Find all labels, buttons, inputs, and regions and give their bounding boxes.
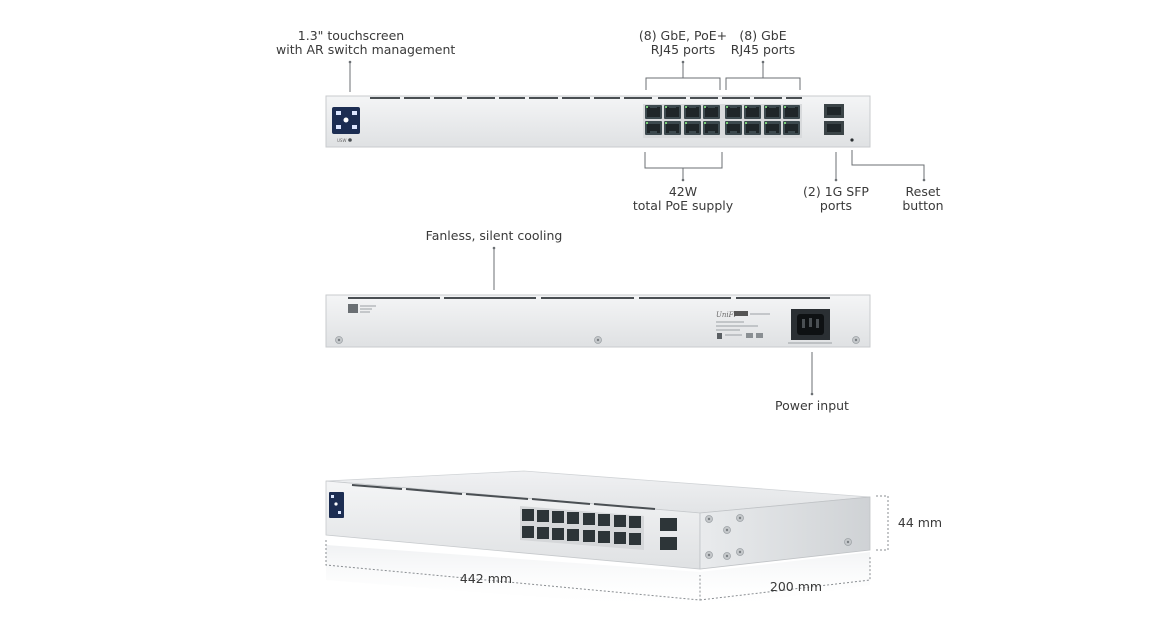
sfp-ports-callout: (2) 1G SFP ports: [796, 185, 876, 213]
width-dimension-label: 442 mm: [459, 571, 513, 586]
sfp-port-group: [824, 104, 844, 135]
sfp-ports-label-line2: ports: [819, 198, 853, 213]
touchscreen-label-line2: with AR switch management: [276, 42, 456, 57]
touchscreen-callout: 1.3" touchscreen with AR switch manageme…: [276, 28, 456, 57]
svg-text:UniFi: UniFi: [716, 311, 736, 319]
cooling-callout: Fanless, silent cooling: [425, 228, 563, 243]
gbe-ports-label-line1: (8) GbE: [739, 28, 787, 43]
poe-ports-label-line2: RJ45 ports: [650, 42, 716, 57]
poe-supply-label-line2: total PoE supply: [632, 198, 734, 213]
front-panel: USW: [325, 95, 871, 148]
gbe-ports-label-line2: RJ45 ports: [730, 42, 796, 57]
reset-pinhole: [850, 138, 854, 142]
height-dimension-label: 44 mm: [897, 515, 943, 530]
reset-label-line2: button: [902, 198, 944, 213]
poe-ports-callout: (8) GbE, PoE+ RJ45 ports: [633, 29, 733, 57]
power-inlet: [788, 309, 832, 344]
perspective-view: [325, 470, 871, 610]
sfp-ports-label-line1: (2) 1G SFP: [803, 184, 869, 199]
front-callout-lines: [349, 62, 925, 180]
perspective-ports: [520, 506, 677, 550]
back-panel: UniFi: [325, 294, 871, 348]
poe-supply-label-line1: 42W: [668, 184, 698, 199]
rating-label: UniFi: [716, 311, 770, 339]
touchscreen-label-line1: 1.3" touchscreen: [297, 28, 405, 43]
dimension-lines: [325, 495, 889, 601]
reset-button-callout: Reset button: [893, 185, 953, 213]
gbe-ports-callout: (8) GbE RJ45 ports: [723, 29, 803, 57]
poe-ports-label-line1: (8) GbE, PoE+: [638, 28, 728, 43]
poe-supply-callout: 42W total PoE supply: [628, 185, 738, 213]
power-input-callout: Power input: [775, 398, 849, 413]
depth-dimension-label: 200 mm: [769, 579, 823, 594]
back-callout-lines: [493, 248, 813, 394]
touchscreen-display: USW: [332, 107, 360, 143]
reset-label-line1: Reset: [905, 184, 941, 199]
svg-text:USW: USW: [337, 138, 346, 143]
